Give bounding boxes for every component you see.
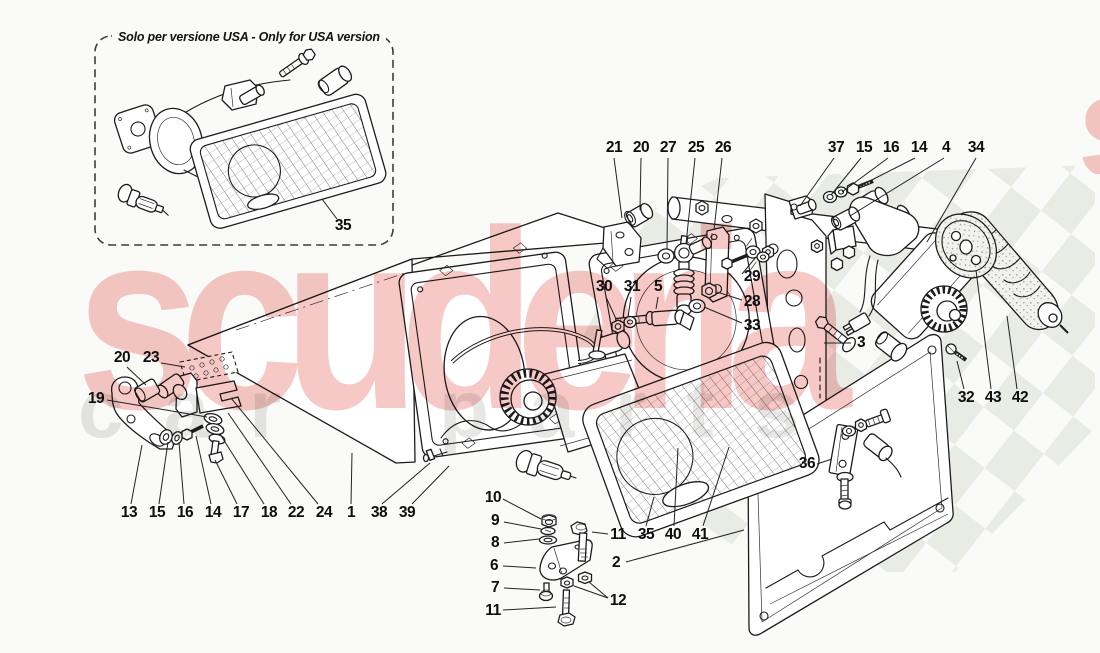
leader-line <box>713 157 723 231</box>
leader-line <box>673 447 679 527</box>
leader-line <box>502 498 542 520</box>
leader-line <box>1006 315 1018 390</box>
left-bracket-assembly <box>110 351 242 464</box>
leader-line <box>503 538 540 544</box>
top-fastener-cluster <box>596 202 770 334</box>
bellows-42-43 <box>934 211 1069 334</box>
leader-line <box>627 296 632 318</box>
leader-line <box>841 157 889 193</box>
leader-line <box>130 444 143 505</box>
leader-line <box>799 157 835 207</box>
headlight-mount-screws <box>814 315 908 362</box>
leader-line <box>158 441 169 505</box>
leader-line <box>849 157 945 217</box>
leader-line <box>214 459 238 505</box>
leader-line <box>956 360 965 390</box>
leader-line <box>230 397 319 505</box>
leader-line <box>195 435 212 505</box>
leader-line <box>716 291 743 301</box>
screw-32 <box>945 343 968 362</box>
leader-line <box>666 157 669 250</box>
usa-version-note: Solo per versione USA - Only for USA ver… <box>112 30 386 44</box>
leader-line <box>178 441 185 505</box>
leader-line <box>703 306 743 324</box>
bottom-bracket-assembly <box>538 514 593 627</box>
leader-line <box>126 366 147 386</box>
right-fastener-cluster <box>788 179 874 231</box>
leader-line <box>411 465 450 505</box>
leader-line <box>655 296 659 310</box>
leader-line <box>350 452 353 505</box>
bracket-36-assembly <box>828 408 902 510</box>
leader-line <box>702 446 730 527</box>
usa-inset <box>94 35 394 246</box>
leader-line <box>645 496 655 527</box>
leader-line <box>605 296 617 320</box>
leader-line <box>219 433 265 505</box>
housing-pin <box>422 448 448 463</box>
headlight-unit <box>582 341 820 538</box>
leader-line <box>639 157 642 211</box>
leader-line <box>106 399 208 418</box>
leader-line <box>160 362 186 368</box>
leader-line <box>926 157 977 243</box>
leader-line <box>741 256 757 275</box>
leader-line <box>830 157 862 196</box>
leader-line <box>227 412 292 505</box>
leader-line <box>503 521 542 530</box>
leader-line <box>816 458 833 465</box>
leader-line <box>591 531 609 535</box>
leader-line <box>625 529 745 563</box>
leader-line <box>613 157 623 219</box>
leader-line <box>381 462 431 505</box>
leader-line <box>859 157 916 187</box>
leader-line <box>588 581 609 599</box>
leader-line <box>321 198 338 220</box>
leader-line <box>685 157 696 245</box>
leader-line <box>573 585 609 599</box>
leader-line <box>503 587 541 591</box>
leader-line <box>502 606 557 611</box>
usa-inset-headlamp <box>113 48 387 229</box>
leader-line <box>502 565 537 569</box>
halogen-bulb <box>515 449 577 481</box>
leader-line <box>975 269 992 390</box>
